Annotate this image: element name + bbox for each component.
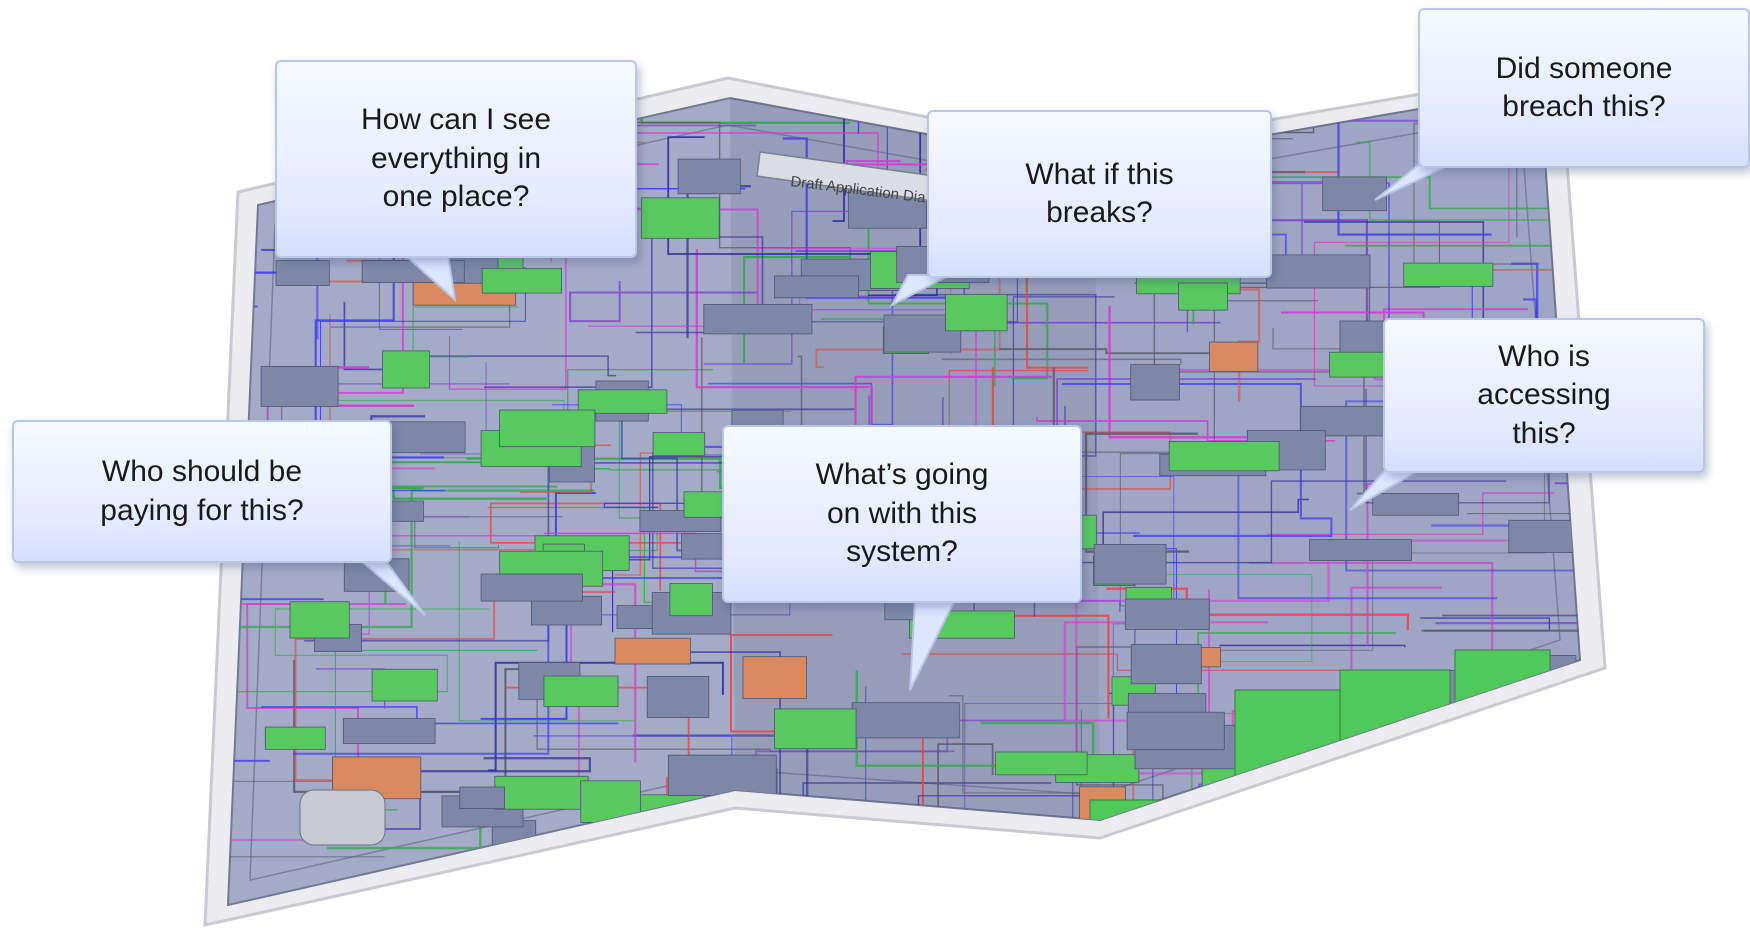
component-box — [275, 260, 330, 286]
callout-line: breach this? — [1502, 90, 1666, 123]
callout-line: accessing — [1477, 378, 1611, 412]
callout-line: breaks? — [1046, 196, 1153, 229]
connection-line — [1108, 305, 1295, 439]
database-icon — [299, 789, 386, 846]
component-box — [677, 158, 741, 195]
component-box — [703, 303, 813, 335]
component-box — [945, 293, 1008, 332]
connection-line — [569, 281, 758, 323]
connection-line — [1237, 465, 1497, 600]
connection-line — [381, 757, 592, 773]
component-box — [667, 754, 777, 796]
callout-line: one place? — [382, 180, 530, 214]
component-box — [1130, 364, 1180, 401]
component-box — [382, 350, 430, 389]
connection-line — [1303, 221, 1485, 333]
component-box — [646, 676, 710, 719]
component-box — [1322, 176, 1387, 212]
connection-line — [412, 306, 519, 358]
callout-who-accessing: Who is accessing this? — [1383, 318, 1705, 473]
component-box — [494, 775, 589, 810]
callout-what-if-breaks: What if this breaks? — [927, 110, 1272, 278]
callout-who-paying: Who should be paying for this? — [12, 420, 392, 563]
component-box — [480, 573, 583, 602]
component-box — [481, 267, 562, 294]
connection-line — [488, 661, 724, 772]
component-box — [1403, 262, 1494, 287]
component-box — [1266, 254, 1371, 289]
callout-breach: Did someone breach this? — [1418, 8, 1750, 168]
callout-line: paying for this? — [100, 493, 304, 527]
connection-line — [603, 502, 748, 509]
component-box — [371, 668, 438, 702]
component-box — [640, 197, 720, 239]
component-box — [995, 751, 1088, 776]
connection-line — [458, 541, 634, 722]
component-box — [289, 601, 350, 639]
component-box — [543, 675, 619, 707]
callout-line: everything in — [370, 141, 542, 175]
component-box — [1508, 519, 1580, 553]
component-box — [1168, 440, 1280, 472]
callout-line: on with this — [826, 496, 978, 530]
callout-line: this? — [1512, 416, 1576, 450]
component-box — [1093, 544, 1167, 585]
component-box — [614, 637, 691, 665]
component-box — [774, 275, 860, 299]
component-box — [1372, 492, 1460, 516]
callout-see-everything: How can I see everything in one place? — [275, 60, 637, 258]
component-box — [1130, 644, 1202, 685]
component-box — [652, 432, 706, 457]
connection-line — [978, 614, 1110, 719]
component-box — [1124, 598, 1210, 630]
connection-line — [1219, 644, 1406, 648]
connection-line — [228, 780, 385, 900]
component-box — [264, 726, 326, 750]
connection-line — [1466, 404, 1580, 515]
connection-line — [228, 598, 324, 762]
component-box — [1309, 539, 1412, 561]
connection-line — [941, 358, 1182, 365]
component-box — [577, 389, 668, 414]
connection-line — [1421, 515, 1580, 689]
connection-line — [343, 301, 390, 371]
component-box — [499, 409, 596, 448]
connection-line — [999, 348, 1210, 355]
callout-whats-going-on: What’s going on with this system? — [722, 425, 1082, 603]
connection-line — [1206, 176, 1580, 247]
callout-line: What if this — [1025, 157, 1174, 191]
component-box — [1178, 282, 1228, 311]
callout-line: Who is — [1498, 339, 1590, 373]
callout-line: Did someone — [1495, 51, 1673, 85]
connection-line — [1447, 187, 1580, 271]
connection-line — [1062, 382, 1333, 537]
component-box — [1209, 341, 1259, 373]
callout-line: How can I see — [360, 103, 552, 137]
component-box — [1126, 711, 1225, 751]
callout-line: Who should be — [101, 455, 303, 489]
connection-line — [261, 706, 619, 725]
component-box — [459, 786, 505, 810]
component-box — [260, 365, 339, 407]
connection-line — [399, 355, 617, 377]
component-box — [669, 583, 713, 617]
connection-line — [392, 487, 547, 500]
component-box — [342, 718, 436, 744]
callout-line: system? — [846, 535, 958, 569]
component-box — [742, 656, 807, 699]
component-box — [774, 708, 857, 750]
map-inner-border — [249, 114, 1561, 881]
callout-line: What’s going — [815, 458, 989, 492]
